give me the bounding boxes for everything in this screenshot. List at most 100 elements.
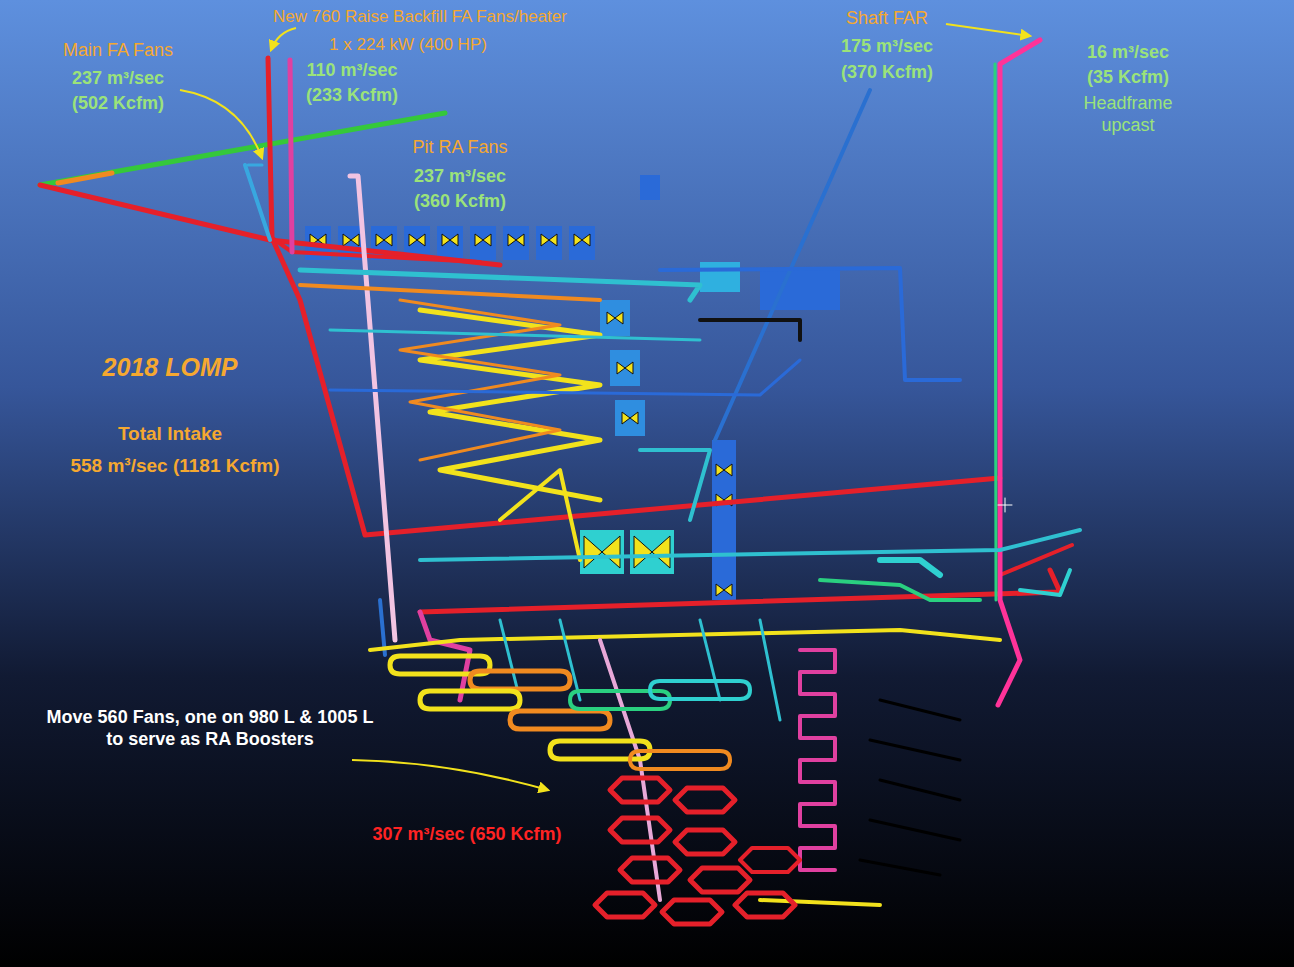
airflow-value: (360 Kcfm): [414, 191, 506, 213]
airflow-value: 307 m³/sec (650 Kcfm): [372, 824, 561, 846]
mine-drifts-part: [620, 858, 680, 882]
fan-blocks-part: [716, 464, 732, 476]
fan-blocks-part: [640, 175, 660, 200]
fan-blocks-part: [607, 312, 623, 324]
mine-drifts-part: [330, 360, 800, 395]
fan-blocks-part: [503, 226, 529, 260]
fan-blocks-part: [760, 270, 840, 310]
mine-drifts: [40, 40, 1080, 924]
mine-drifts-part: [660, 268, 960, 380]
mine-drifts-part: [700, 320, 800, 340]
fan-blocks-part: [536, 226, 562, 260]
fan-blocks-part: [574, 234, 590, 246]
mine-drifts-part: [715, 90, 870, 440]
mine-drifts-part: [820, 580, 980, 600]
intake-label: Total Intake: [118, 423, 222, 446]
airflow-value: (35 Kcfm): [1087, 67, 1169, 89]
mine-drifts-part: [1000, 545, 1072, 575]
leader-arrows-part: [180, 90, 262, 158]
mine-drifts-part: [860, 700, 960, 875]
fan-blocks-part: [610, 350, 640, 386]
fan-blocks-part: [437, 226, 463, 260]
leader-arrows-part: [946, 24, 1030, 36]
mine-drifts-part: [740, 848, 800, 872]
mine-drifts-part: [420, 530, 1080, 560]
mine-drifts-part: [272, 238, 480, 262]
fan-name: Pit RA Fans: [412, 137, 507, 159]
fan-blocks-part: [442, 234, 458, 246]
mine-drifts-part: [470, 671, 570, 689]
mine-drifts-part: [998, 40, 1040, 705]
airflow-value: (370 Kcfm): [841, 62, 933, 84]
mine-drifts-part: [400, 300, 560, 460]
mine-drifts-part: [735, 893, 795, 917]
mine-drifts-part: [420, 310, 600, 500]
leader-arrows-part: [271, 28, 296, 50]
fan-power: 1 x 224 kW (400 HP): [329, 35, 487, 55]
mine-drifts-part: [350, 176, 395, 640]
mine-drifts-part: [690, 868, 750, 892]
mine-drifts-part: [248, 164, 262, 167]
mine-drifts-part: [510, 711, 610, 729]
mine-drifts-part: [300, 285, 600, 300]
airflow-value: 110 m³/sec: [306, 60, 397, 82]
mine-drifts-part: [420, 570, 1060, 612]
mine-drifts-part: [662, 900, 722, 924]
mine-drifts-part: [675, 788, 735, 812]
fan-blocks-part: [712, 440, 736, 600]
airflow-value: 16 m³/sec: [1087, 42, 1169, 64]
leader-arrows-part: [352, 760, 548, 790]
fan-blocks-part: [508, 234, 524, 246]
fan-blocks-part: [700, 262, 740, 292]
mine-drifts-part: [995, 64, 996, 600]
mine-drifts-part: [800, 650, 835, 870]
fan-blocks-part: [343, 234, 359, 246]
mine-drifts-part: [58, 173, 112, 183]
airflow-value: (502 Kcfm): [72, 93, 164, 115]
fan-note: New 760 Raise Backfill FA Fans/heater: [273, 7, 567, 27]
fan-blocks-part: [475, 234, 491, 246]
mine-drifts-part: [245, 165, 270, 240]
airflow-value: 175 m³/sec: [841, 36, 933, 58]
mine-drifts-part: [610, 778, 670, 802]
fan-blocks-part: [716, 584, 732, 596]
intake-value: 558 m³/sec (1181 Kcfm): [70, 455, 279, 478]
mine-drifts-part: [610, 818, 670, 842]
mine-drifts-part: [630, 751, 730, 769]
fan-blocks-part: [584, 536, 670, 568]
airflow-value: (233 Kcfm): [306, 85, 398, 107]
mine-drifts-part: [500, 470, 580, 560]
mine-drifts-part: [650, 681, 750, 699]
shaft-note: Headframe upcast: [1063, 93, 1193, 136]
mine-drifts-part: [640, 450, 710, 520]
airflow-value: 237 m³/sec: [414, 166, 506, 188]
mine-drifts-part: [760, 900, 880, 905]
fan-name: Main FA Fans: [63, 40, 173, 62]
fan-blocks-part: [569, 226, 595, 260]
fan-blocks-part: [470, 226, 496, 260]
mine-drifts-part: [290, 60, 292, 252]
fan-note: Move 560 Fans, one on 980 L & 1005 L to …: [45, 707, 375, 750]
fan-blocks-part: [617, 362, 633, 374]
mine-drifts-part: [1020, 570, 1070, 595]
fan-blocks-part: [376, 234, 392, 246]
mine-drifts-part: [675, 830, 735, 854]
mine-drifts-part: [300, 270, 700, 300]
fan-blocks-part: [541, 234, 557, 246]
fan-blocks-part: [615, 400, 645, 436]
mine-drifts-part: [595, 893, 655, 917]
mine-drifts-part: [268, 58, 1000, 535]
mine-drifts-part: [420, 691, 520, 709]
mine-drifts-part: [880, 560, 940, 575]
shaft-name: Shaft FAR: [846, 8, 928, 30]
mine-drifts-part: [998, 498, 1012, 512]
fan-blocks-part: [600, 300, 630, 336]
fan-blocks-part: [409, 234, 425, 246]
diagram-title: 2018 LOMP: [103, 352, 238, 382]
mine-drifts-part: [370, 630, 1000, 650]
fan-blocks-part: [622, 412, 638, 424]
mine-drifts-part: [330, 330, 700, 340]
